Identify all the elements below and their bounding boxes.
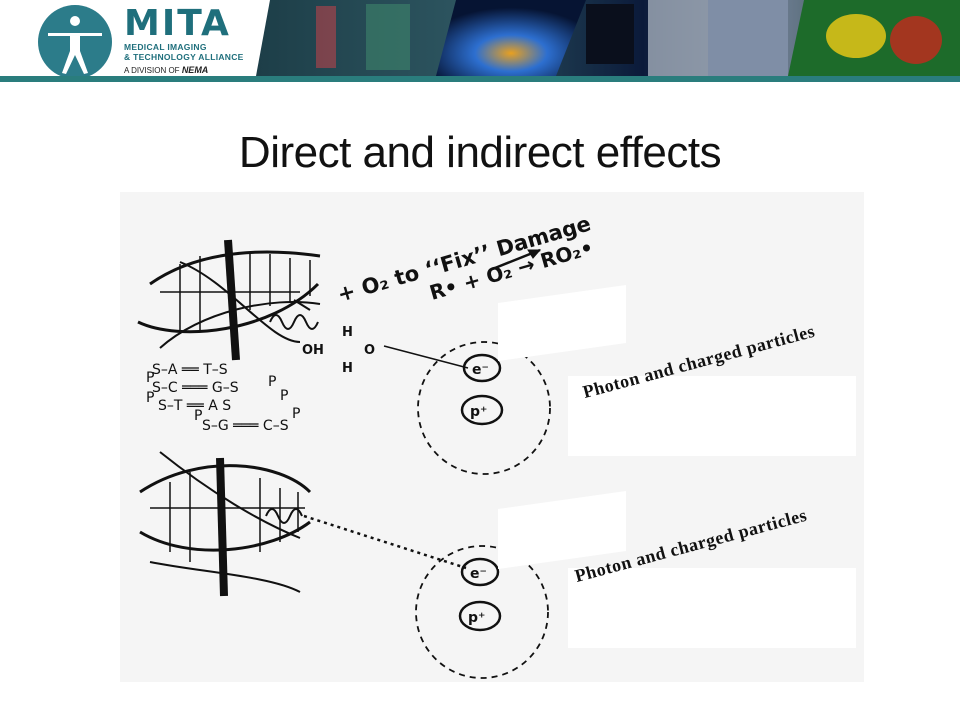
monitor-thumbnail <box>586 4 634 64</box>
bottom-helix-strand-4 <box>159 451 301 539</box>
bottom-atom-orbit <box>415 545 549 679</box>
top-electron <box>462 353 502 383</box>
bottom-helix-strand-2 <box>139 520 311 552</box>
base-pair-labels: S–A ══ T–S S–C ═══ G–S S–T ══ A S S–G ══… <box>146 362 300 434</box>
top-proton-label: p⁺ <box>470 404 487 420</box>
bottom-electron <box>460 557 500 587</box>
body-scan-thumbnail-2 <box>366 4 410 70</box>
cover-box-4 <box>568 568 856 648</box>
bottom-helix-strand-1 <box>139 464 312 494</box>
phosphate-2: P <box>146 390 154 406</box>
top-helix-strand-4 <box>179 261 301 343</box>
vitruvian-figure-icon <box>48 16 102 74</box>
bottom-helix-axis <box>216 457 228 597</box>
top-electron-label: e⁻ <box>472 362 489 378</box>
logo-subtitle-line1: MEDICAL IMAGING <box>124 42 207 52</box>
mita-logo-text: MITA MEDICAL IMAGING & TECHNOLOGY ALLIAN… <box>124 6 244 76</box>
top-proton <box>460 394 504 426</box>
direct-hit-dotted-line <box>303 514 467 570</box>
hydroxyl-label: OH <box>302 343 324 358</box>
top-helix-rungs <box>160 252 311 332</box>
base-pair-1: S–A ══ T–S <box>152 362 228 378</box>
body-scan-thumbnail-1 <box>316 6 336 68</box>
phosphate-6: P <box>292 406 300 422</box>
logo-division-org: NEMA <box>181 65 209 75</box>
bottom-proton-label: p⁺ <box>468 610 485 626</box>
top-helix-axis <box>224 239 240 361</box>
phosphate-3: P <box>194 408 202 424</box>
water-h-bottom: H <box>342 361 353 376</box>
skull-xray-thumbnail <box>708 0 788 76</box>
base-pair-3: S–T ══ A S <box>158 398 231 414</box>
top-helix-strand-3 <box>159 301 321 349</box>
phosphate-5: P <box>280 388 288 404</box>
top-damage-squiggle <box>269 314 319 330</box>
logo-subtitle-line2: & TECHNOLOGY ALLIANCE <box>124 52 244 62</box>
dna-damage-diagram: + O₂ to ‘‘Fix’’ Damage R• + O₂ → RO₂• H … <box>120 192 864 682</box>
bottom-damage-squiggle <box>265 508 303 524</box>
header-divider <box>0 76 960 82</box>
ultrasound-thumbnail <box>436 0 586 76</box>
phosphate-1: P <box>146 370 154 386</box>
cover-box-2 <box>568 376 856 456</box>
indirect-hit-line <box>383 345 469 369</box>
diagram-drawing: + O₂ to ‘‘Fix’’ Damage R• + O₂ → RO₂• H … <box>137 211 596 679</box>
top-atom-orbit <box>417 341 551 475</box>
top-helix-strand-1 <box>149 250 321 286</box>
base-pair-4: S–G ═══ C–S <box>202 418 289 434</box>
bottom-helix-strand-3 <box>149 561 301 593</box>
knee-xray-thumbnail <box>648 0 708 76</box>
logo-division: A DIVISION OF NEMA <box>124 65 244 76</box>
base-pair-2: S–C ═══ G–S <box>152 380 239 396</box>
water-o: O <box>364 343 375 358</box>
medical-imaging-collage <box>256 0 960 76</box>
logo-title: MITA <box>124 3 231 44</box>
bottom-electron-label: e⁻ <box>470 566 487 582</box>
phosphate-4: P <box>268 374 276 390</box>
logo-division-prefix: A DIVISION OF <box>124 66 180 75</box>
slide-title: Direct and indirect effects <box>238 128 722 177</box>
header-banner: MITA MEDICAL IMAGING & TECHNOLOGY ALLIAN… <box>0 0 960 82</box>
mita-logo-emblem <box>38 5 112 79</box>
top-damage-arrow <box>293 299 311 311</box>
top-helix-strand-2 <box>137 282 320 334</box>
bottom-proton <box>458 600 502 632</box>
water-h-top: H <box>342 325 353 340</box>
bottom-helix-rungs <box>150 472 305 562</box>
